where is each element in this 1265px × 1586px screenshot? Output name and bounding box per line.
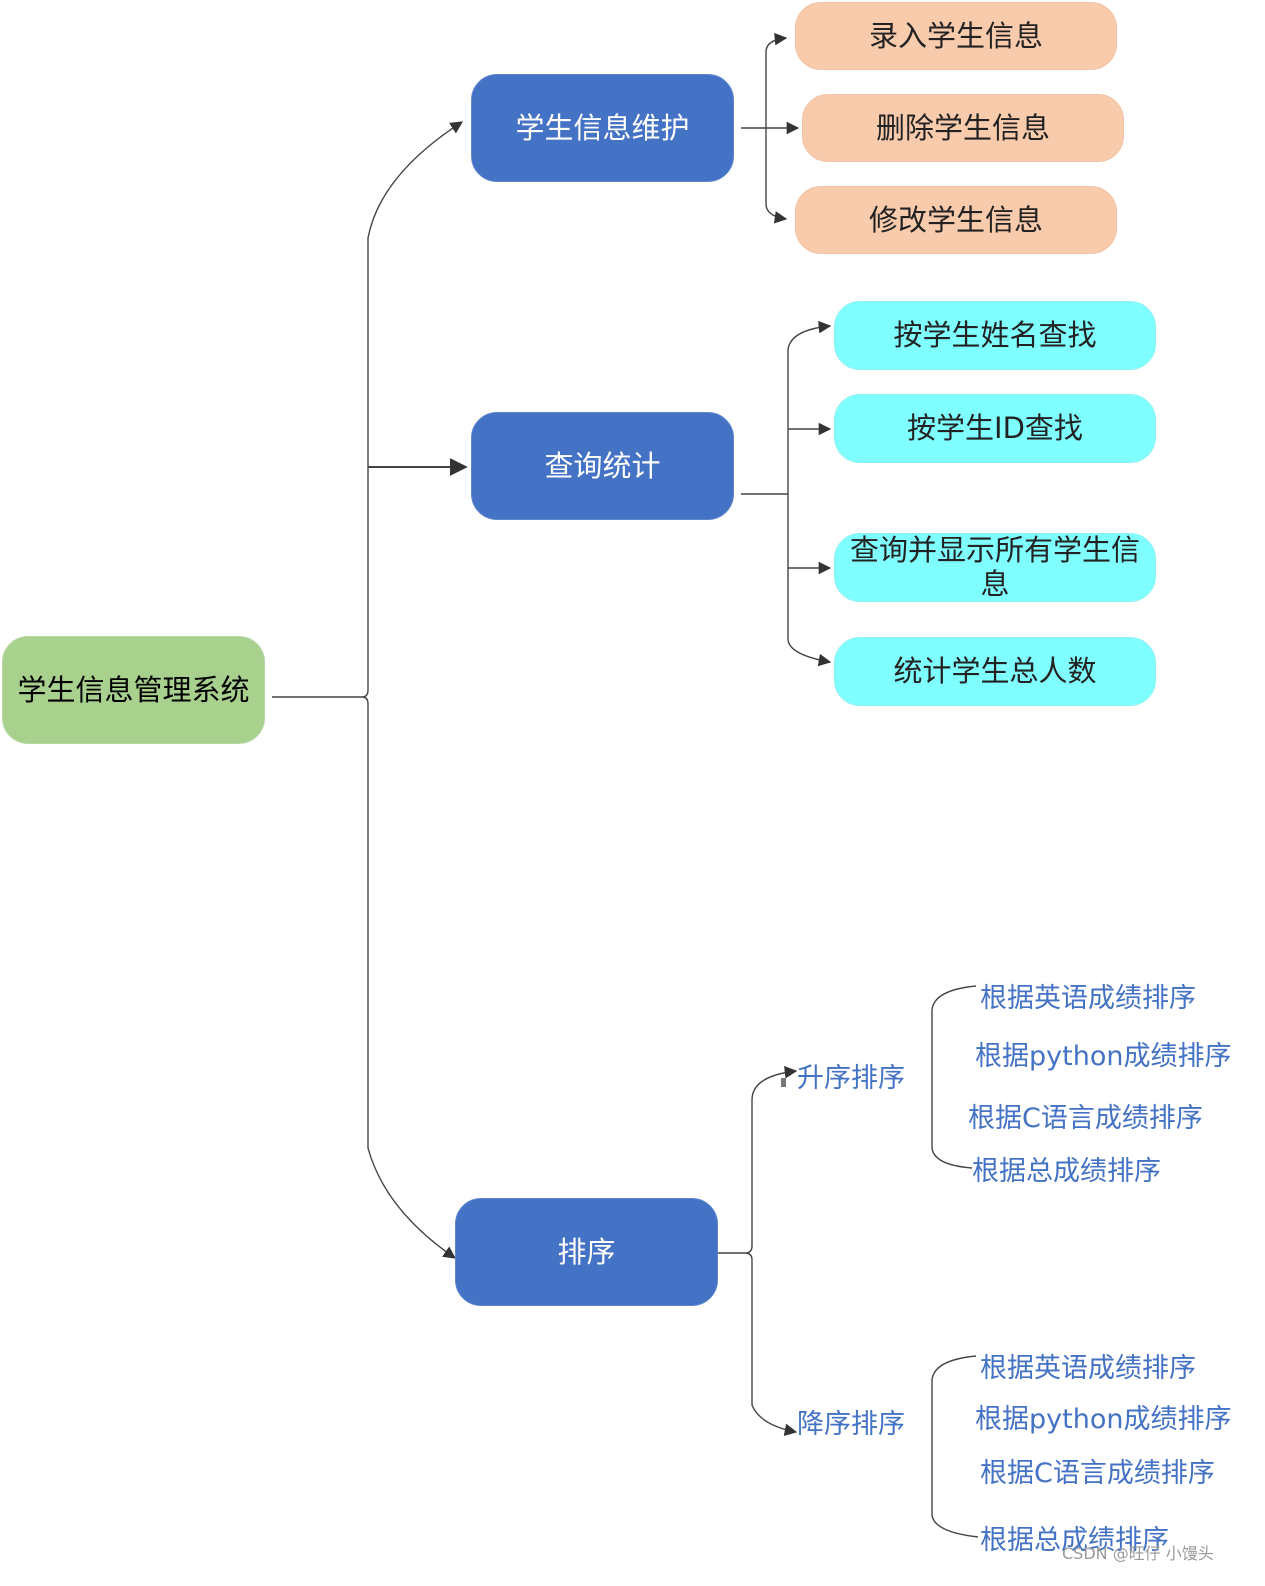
branch-sort-node: 排序 [455, 1198, 718, 1306]
ascending-child-total: 根据总成绩排序 [972, 1156, 1161, 1187]
branch-query-label: 查询统计 [544, 448, 661, 483]
link-query-count [787, 639, 832, 667]
descending-child-english: 根据英语成绩排序 [980, 1353, 1196, 1384]
branch-sort-label: 排序 [557, 1234, 616, 1269]
sort-ascending-label: 升序排序 [797, 1063, 905, 1094]
descending-child-python: 根据python成绩排序 [975, 1404, 1232, 1435]
watermark-text: CSDN @旺仔 小馒头 [1062, 1544, 1214, 1563]
descending-child-total: 根据总成绩排序 [980, 1525, 1169, 1556]
maintain-child-enter: 录入学生信息 [795, 2, 1117, 70]
sort-descending-label: 降序排序 [797, 1409, 905, 1440]
link-query-name [787, 320, 832, 351]
maintain-child-edit: 修改学生信息 [795, 186, 1117, 254]
ascending-child-c: 根据C语言成绩排序 [968, 1103, 1203, 1134]
root-label: 学生信息管理系统 [17, 672, 250, 707]
descending-child-c: 根据C语言成绩排序 [980, 1458, 1215, 1489]
link-maintain-enter [765, 32, 788, 128]
link-maintain-edit [765, 128, 788, 224]
branch-query-node: 查询统计 [471, 412, 734, 520]
query-child-count: 统计学生总人数 [834, 637, 1156, 706]
link-root-maintain [367, 121, 464, 690]
branch-maintain-node: 学生信息维护 [471, 74, 734, 182]
query-child-by-id: 按学生ID查找 [834, 394, 1156, 463]
maintain-child-delete: 删除学生信息 [802, 94, 1124, 162]
ascending-marker-dots [781, 1078, 786, 1087]
link-root-spine [272, 689, 369, 705]
query-child-by-name: 按学生姓名查找 [834, 301, 1156, 370]
ascending-child-english: 根据英语成绩排序 [980, 983, 1196, 1014]
root-node: 学生信息管理系统 [2, 636, 265, 744]
link-sort-ascending [751, 1066, 798, 1246]
branch-maintain-label: 学生信息维护 [515, 110, 690, 145]
link-root-sort [367, 704, 457, 1259]
bracket-descending [931, 1355, 979, 1538]
ascending-child-python: 根据python成绩排序 [975, 1041, 1232, 1072]
link-sort-trunk [706, 1245, 753, 1261]
bracket-ascending [931, 985, 977, 1169]
query-child-show-all: 查询并显示所有学生信息 [834, 533, 1156, 602]
link-sort-descending [751, 1260, 798, 1437]
